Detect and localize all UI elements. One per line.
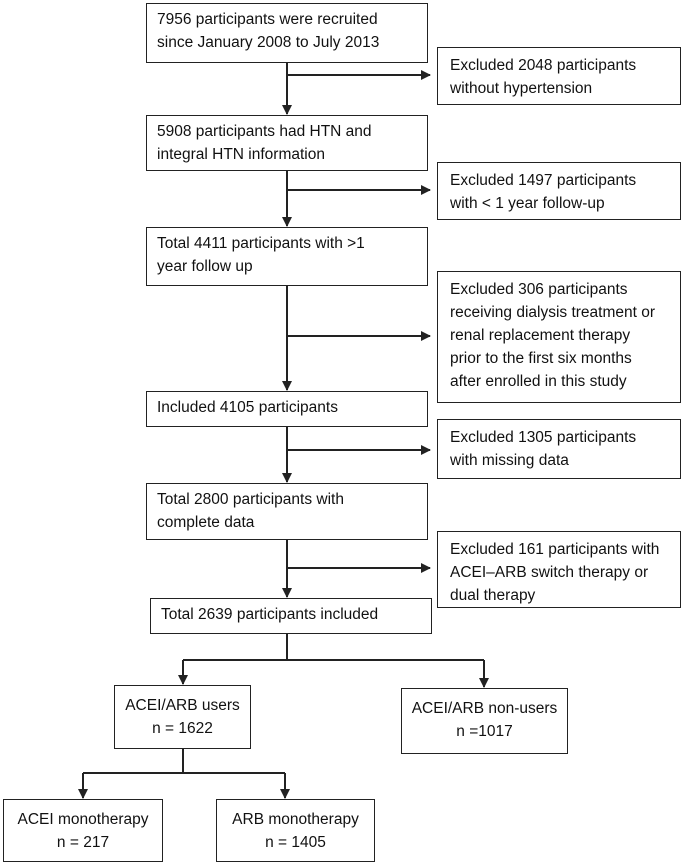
box-text-line: integral HTN information <box>157 146 325 163</box>
box-excluded-missing: Excluded 1305 participants with missing … <box>437 419 681 479</box>
box-htn: 5908 participants had HTN and integral H… <box>146 115 428 171</box>
box-text-line: with missing data <box>450 452 569 469</box>
box-text-line: year follow up <box>157 258 253 275</box>
box-text-line: Excluded 1497 participants <box>450 172 637 189</box>
box-text-line: ACEI monotherapy <box>17 811 149 828</box>
box-complete: Total 2800 participants with complete da… <box>146 483 428 540</box>
box-excluded-followup: Excluded 1497 participants with < 1 year… <box>437 162 681 220</box>
box-text-line: Excluded 2048 participants <box>450 57 637 74</box>
box-excluded-hypertension: Excluded 2048 participants without hyper… <box>437 47 681 105</box>
box-text-line: ARB monotherapy <box>232 811 359 828</box>
box-text-line: Included 4105 participants <box>157 399 338 416</box>
box-text-line: since January 2008 to July 2013 <box>157 34 380 51</box>
box-text-line: n = 1405 <box>265 834 326 851</box>
box-acei-monotherapy: ACEI monotherapy n = 217 <box>3 799 163 862</box>
box-text-line: Total 4411 participants with >1 <box>157 235 365 252</box>
box-text-line: prior to the first six months <box>450 350 632 367</box>
box-arb-monotherapy: ARB monotherapy n = 1405 <box>216 799 375 862</box>
box-text-line: ACEI/ARB non-users <box>411 700 558 717</box>
box-total-included: Total 2639 participants included <box>150 598 432 634</box>
box-text-line: Total 2639 participants included <box>161 606 379 623</box>
box-text-line: receiving dialysis treatment or <box>450 304 656 321</box>
box-text-line: n =1017 <box>456 723 513 740</box>
box-text-line: n = 217 <box>56 834 110 851</box>
box-text-line: Excluded 161 participants with <box>450 541 660 558</box>
box-text-line: Excluded 306 participants <box>450 281 628 298</box>
box-acei-arb-nonusers: ACEI/ARB non-users n =1017 <box>401 688 568 754</box>
box-text-line: 7956 participants were recruited <box>157 11 378 28</box>
box-text-line: Total 2800 participants with <box>157 491 344 508</box>
box-recruited: 7956 participants were recruited since J… <box>146 3 428 63</box>
box-text-line: Excluded 1305 participants <box>450 429 637 446</box>
box-text-line: complete data <box>157 514 255 531</box>
box-text-line: 5908 participants had HTN and <box>157 123 372 140</box>
box-text-line: with < 1 year follow-up <box>450 195 605 212</box>
box-excluded-dialysis: Excluded 306 participants receiving dial… <box>437 271 681 403</box>
box-text-line: dual therapy <box>450 587 536 604</box>
box-text-line: ACEI/ARB users <box>125 697 240 714</box>
box-text-line: ACEI–ARB switch therapy or <box>450 564 649 581</box>
box-text-line: renal replacement therapy <box>450 327 631 344</box>
box-acei-arb-users: ACEI/ARB users n = 1622 <box>114 685 251 749</box>
box-followup: Total 4411 participants with >1 year fol… <box>146 227 428 286</box>
box-text-line: without hypertension <box>450 80 593 97</box>
box-excluded-switch: Excluded 161 participants with ACEI–ARB … <box>437 531 681 608</box>
box-included: Included 4105 participants <box>146 391 428 427</box>
box-text-line: n = 1622 <box>152 720 213 737</box>
box-text-line: after enrolled in this study <box>450 373 627 390</box>
